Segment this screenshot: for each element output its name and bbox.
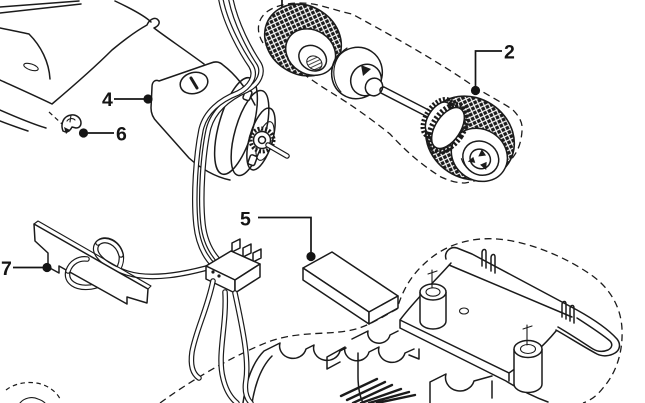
chassis-outline bbox=[5, 238, 623, 403]
axle-assembly-part bbox=[257, 0, 523, 184]
wire-core bbox=[219, 290, 239, 403]
foam-pad-part bbox=[302, 251, 399, 325]
post-cylinder bbox=[513, 349, 543, 394]
callout-4: 4 bbox=[102, 89, 153, 111]
motor-pinion-bore bbox=[257, 135, 267, 145]
clip-inner-line bbox=[66, 114, 76, 123]
motor-shaft-core bbox=[266, 143, 289, 158]
cup-notch bbox=[361, 65, 371, 76]
body-dashed-tick bbox=[48, 111, 63, 125]
strip-face bbox=[33, 223, 149, 305]
wire-wrap-core bbox=[96, 239, 123, 257]
hub-spokes bbox=[467, 149, 487, 170]
hub-depth-arc bbox=[460, 158, 470, 170]
chassis-walls bbox=[242, 330, 493, 403]
wire-core bbox=[193, 0, 255, 268]
clip-facet bbox=[64, 127, 70, 134]
axle-gears bbox=[420, 96, 470, 154]
connector-wires bbox=[188, 278, 254, 403]
contact-strip-part bbox=[33, 220, 152, 305]
motor-wires bbox=[192, 0, 264, 269]
door-handle-slot bbox=[23, 62, 39, 72]
motor-cap-slot bbox=[189, 76, 199, 90]
wheel-bore-hatch bbox=[306, 55, 323, 71]
clip-part bbox=[61, 114, 82, 134]
callout-6-dot bbox=[78, 128, 89, 138]
callout-5-dot bbox=[306, 251, 316, 262]
post-top bbox=[419, 283, 447, 301]
connector-wire-hole bbox=[217, 274, 221, 278]
post-axis-mark bbox=[427, 269, 438, 289]
connector-wire-hole bbox=[211, 270, 215, 274]
callout-4-dot bbox=[143, 94, 153, 104]
dashed-boundary-axle bbox=[257, 2, 523, 184]
callout-5-label: 5 bbox=[240, 209, 251, 231]
callout-4-label: 4 bbox=[102, 89, 113, 111]
callout-5: 5 bbox=[240, 209, 316, 262]
strip-top-edge bbox=[33, 220, 152, 290]
dashed-arc-bottom-left bbox=[5, 381, 61, 400]
motor-housing-lines bbox=[150, 61, 256, 181]
connector-block bbox=[205, 238, 262, 294]
post-bore bbox=[425, 287, 441, 297]
wire-core bbox=[200, 0, 263, 265]
callout-5-leader bbox=[258, 216, 312, 252]
callout-6: 6 bbox=[78, 124, 127, 146]
motor-part bbox=[150, 61, 290, 181]
callout-2-label: 2 bbox=[504, 42, 515, 64]
car-body-outline bbox=[0, 0, 205, 132]
car-body-lines bbox=[0, 0, 205, 132]
front-wheel bbox=[263, 3, 343, 77]
solid-arc-bottom-left bbox=[19, 397, 46, 403]
motor-pinion-teeth bbox=[248, 126, 276, 154]
cup-grooves bbox=[330, 47, 348, 93]
spur-gear-teeth bbox=[426, 102, 470, 154]
callouts: 2 4 5 6 7 bbox=[1, 42, 515, 281]
callout-7: 7 bbox=[1, 258, 52, 280]
wire-core bbox=[233, 291, 253, 403]
clip-body bbox=[61, 114, 82, 133]
callout-7-dot bbox=[42, 262, 52, 273]
post-axis-mark bbox=[522, 324, 533, 346]
dashed-boundary-chassis bbox=[159, 238, 623, 403]
cup-hub bbox=[364, 77, 384, 97]
wire-core bbox=[189, 279, 215, 380]
callout-7-label: 7 bbox=[1, 258, 12, 280]
connector-side-face bbox=[234, 263, 261, 294]
post-top bbox=[513, 339, 543, 359]
chassis-vent-ribs bbox=[339, 377, 417, 403]
chassis-post-front bbox=[419, 269, 447, 330]
chassis-floor-hole bbox=[458, 307, 470, 315]
pad-side-face bbox=[368, 295, 399, 325]
spur-gear-face bbox=[430, 106, 466, 150]
rear-wheel bbox=[424, 95, 516, 183]
brush-clip-bottom bbox=[247, 154, 258, 167]
callout-2-leader bbox=[474, 50, 502, 88]
post-bore bbox=[519, 343, 537, 355]
wire-wrap-core bbox=[66, 257, 89, 273]
callout-6-label: 6 bbox=[116, 124, 127, 146]
callout-2-dot bbox=[470, 85, 481, 96]
wire-loops-front bbox=[65, 237, 124, 274]
callout-2: 2 bbox=[470, 42, 515, 96]
chassis-post-rear bbox=[513, 324, 543, 394]
drive-cup bbox=[330, 46, 384, 100]
post-cylinder bbox=[419, 292, 447, 330]
connector-tabs bbox=[231, 238, 262, 263]
